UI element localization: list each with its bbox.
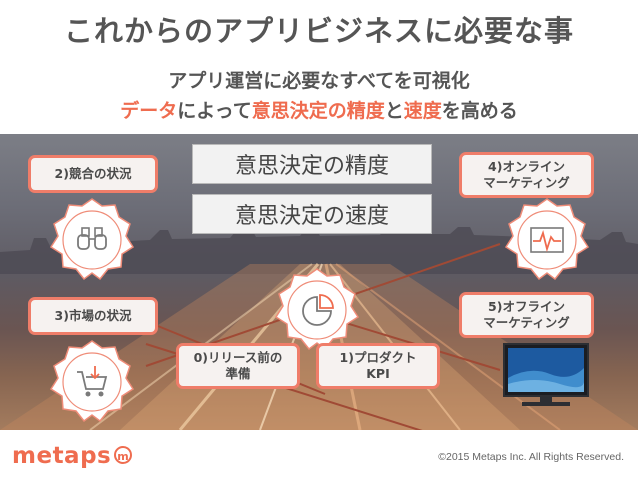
decision-speed-label: 意思決定の速度 bbox=[234, 204, 389, 229]
market-box: 3)市場の状況 bbox=[28, 297, 158, 335]
slide-title: これからのアプリビジネスに必要な事 bbox=[63, 14, 574, 48]
copyright-text: ©2015 Metaps Inc. All Rights Reserved. bbox=[438, 451, 624, 463]
market-label: 3)市場の状況 bbox=[54, 308, 132, 323]
product-label-line1: 1)プロダクト bbox=[339, 350, 417, 365]
tv-badge bbox=[500, 338, 592, 418]
subtitle-text: によって bbox=[177, 100, 252, 122]
product-label-line2: KPI bbox=[366, 366, 390, 381]
product-kpi-box: 1)プロダクト KPI bbox=[316, 343, 440, 389]
subtitle-text: と bbox=[384, 100, 404, 122]
decision-accuracy-box: 意思決定の精度 bbox=[192, 144, 432, 184]
prerelease-label-line2: 準備 bbox=[225, 366, 251, 381]
heartbeat-badge bbox=[504, 197, 590, 287]
offline-marketing-box: 5)オフライン マーケティング bbox=[459, 292, 594, 338]
online-marketing-box: 4)オンライン マーケティング bbox=[459, 152, 594, 198]
prerelease-box: 0)リリース前の 準備 bbox=[176, 343, 300, 389]
slide-subtitle: アプリ運営に必要なすべてを可視化 データによって意思決定の精度と速度を高める bbox=[0, 66, 638, 126]
subtitle-speed-word: 速度 bbox=[403, 100, 442, 122]
cart-badge bbox=[49, 339, 135, 429]
competition-box: 2)競合の状況 bbox=[28, 155, 158, 193]
subtitle-accuracy-word: 意思決定の精度 bbox=[251, 100, 385, 122]
decision-speed-box: 意思決定の速度 bbox=[192, 194, 432, 234]
online-label-line2: マーケティング bbox=[483, 175, 570, 190]
logo-mark: m bbox=[114, 446, 133, 464]
heartbeat-icon bbox=[504, 198, 590, 281]
binoculars-icon bbox=[49, 198, 135, 281]
offline-label-line2: マーケティング bbox=[483, 315, 570, 330]
subtitle-data-word: データ bbox=[120, 100, 178, 122]
subtitle-text: を高める bbox=[441, 100, 518, 122]
subtitle-line-1: アプリ運営に必要なすべてを可視化 bbox=[168, 70, 470, 92]
binoculars-badge bbox=[49, 197, 135, 287]
pie-chart-icon bbox=[274, 268, 360, 351]
logo-text: metaps bbox=[12, 443, 112, 469]
prerelease-label-line1: 0)リリース前の bbox=[193, 350, 283, 365]
competition-label: 2)競合の状況 bbox=[54, 166, 132, 181]
pie-chart-badge bbox=[274, 267, 360, 357]
online-label-line1: 4)オンライン bbox=[488, 159, 565, 174]
cart-icon bbox=[49, 340, 135, 423]
decision-accuracy-label: 意思決定の精度 bbox=[234, 154, 389, 179]
tv-icon bbox=[503, 343, 589, 406]
offline-label-line1: 5)オフライン bbox=[488, 299, 565, 314]
subtitle-line-2: データによって意思決定の精度と速度を高める bbox=[0, 96, 638, 126]
